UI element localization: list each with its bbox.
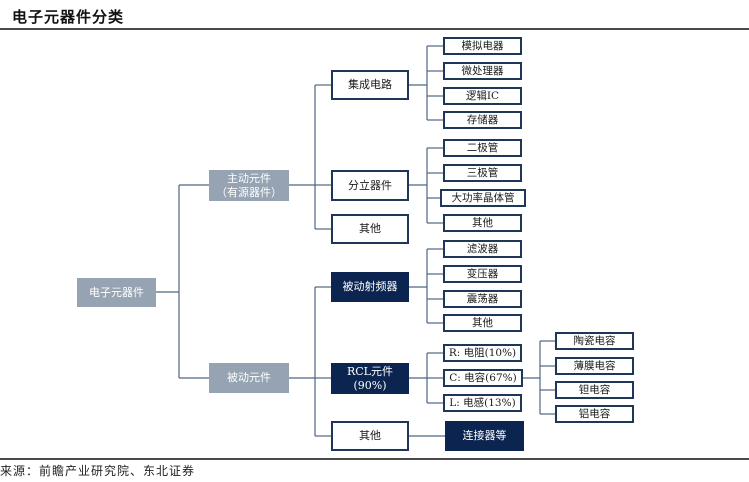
leaf-label: C: 电容(67%): [449, 372, 517, 384]
leaf-ceramic-capacitor: 陶瓷电容: [555, 332, 634, 350]
source-note: 来源：前瞻产业研究院、东北证券: [0, 464, 196, 478]
node-label: 电子元器件: [89, 285, 144, 299]
node-label: 集成电路: [348, 78, 392, 91]
leaf-label: 其他: [472, 317, 493, 329]
leaf-logic-ic: 逻辑IC: [443, 87, 522, 105]
node-electronic-components: 电子元器件: [77, 278, 156, 307]
leaf-label: 微处理器: [461, 65, 504, 77]
top-divider: [0, 28, 749, 30]
leaf-analog: 模拟电器: [443, 37, 522, 55]
leaf-label: 陶瓷电容: [573, 335, 616, 347]
leaf-label: 变压器: [466, 268, 499, 280]
node-connectors: 连接器等: [445, 421, 524, 451]
leaf-label: 滤波器: [466, 243, 499, 255]
leaf-tantalum-capacitor: 钽电容: [555, 381, 634, 399]
leaf-label: 逻辑IC: [465, 90, 500, 102]
leaf-label: 大功率晶体管: [451, 192, 515, 204]
node-label: （有源器件）: [216, 185, 282, 199]
leaf-oscillator: 震荡器: [443, 290, 522, 308]
bottom-divider: [0, 458, 749, 460]
leaf-label: R: 电阻(10%): [448, 347, 517, 359]
leaf-rf-other: 其他: [443, 314, 522, 332]
leaf-diode: 二极管: [443, 139, 522, 157]
leaf-label: 震荡器: [466, 293, 499, 305]
leaf-power-transistor: 大功率晶体管: [440, 189, 526, 207]
leaf-transistor: 三极管: [443, 164, 522, 182]
node-passive-components: 被动元件: [209, 363, 289, 393]
leaf-label: 其他: [472, 217, 493, 229]
node-active-components: 主动元件 （有源器件）: [209, 170, 289, 201]
leaf-film-capacitor: 薄膜电容: [555, 357, 634, 375]
leaf-label: 钽电容: [578, 384, 611, 396]
leaf-aluminum-capacitor: 铝电容: [555, 405, 634, 423]
node-active-other: 其他: [331, 214, 409, 244]
leaf-discrete-other: 其他: [443, 214, 522, 232]
node-discrete-devices: 分立器件: [331, 170, 409, 201]
node-label: RCL元件: [346, 364, 393, 378]
leaf-resistor: R: 电阻(10%): [443, 344, 522, 362]
leaf-label: L: 电感(13%): [449, 397, 516, 409]
leaf-transformer: 变压器: [443, 265, 522, 283]
leaf-label: 三极管: [466, 167, 499, 179]
node-label: 连接器等: [462, 429, 507, 442]
node-label: 其他: [359, 222, 381, 235]
node-label: 被动射频器: [342, 280, 398, 293]
node-integrated-circuit: 集成电路: [331, 70, 409, 100]
node-label: 分立器件: [348, 178, 392, 192]
node-label: 被动元件: [227, 371, 271, 384]
leaf-microprocessor: 微处理器: [443, 62, 522, 80]
leaf-filter: 滤波器: [443, 240, 522, 258]
node-label: 其他: [359, 429, 381, 442]
node-rcl-components: RCL元件 (90%): [331, 363, 409, 394]
leaf-capacitor: C: 电容(67%): [443, 369, 523, 387]
page-title: 电子元器件分类: [12, 8, 125, 26]
leaf-label: 存储器: [466, 114, 499, 126]
leaf-label: 铝电容: [578, 408, 611, 420]
node-label: 主动元件: [227, 171, 271, 185]
node-passive-other: 其他: [331, 421, 409, 451]
leaf-memory: 存储器: [443, 111, 522, 129]
leaf-label: 二极管: [466, 142, 499, 154]
leaf-label: 模拟电器: [461, 40, 504, 52]
leaf-label: 薄膜电容: [573, 360, 616, 372]
node-passive-rf: 被动射频器: [331, 272, 409, 302]
node-label: (90%): [353, 378, 387, 392]
leaf-inductor: L: 电感(13%): [443, 394, 522, 412]
